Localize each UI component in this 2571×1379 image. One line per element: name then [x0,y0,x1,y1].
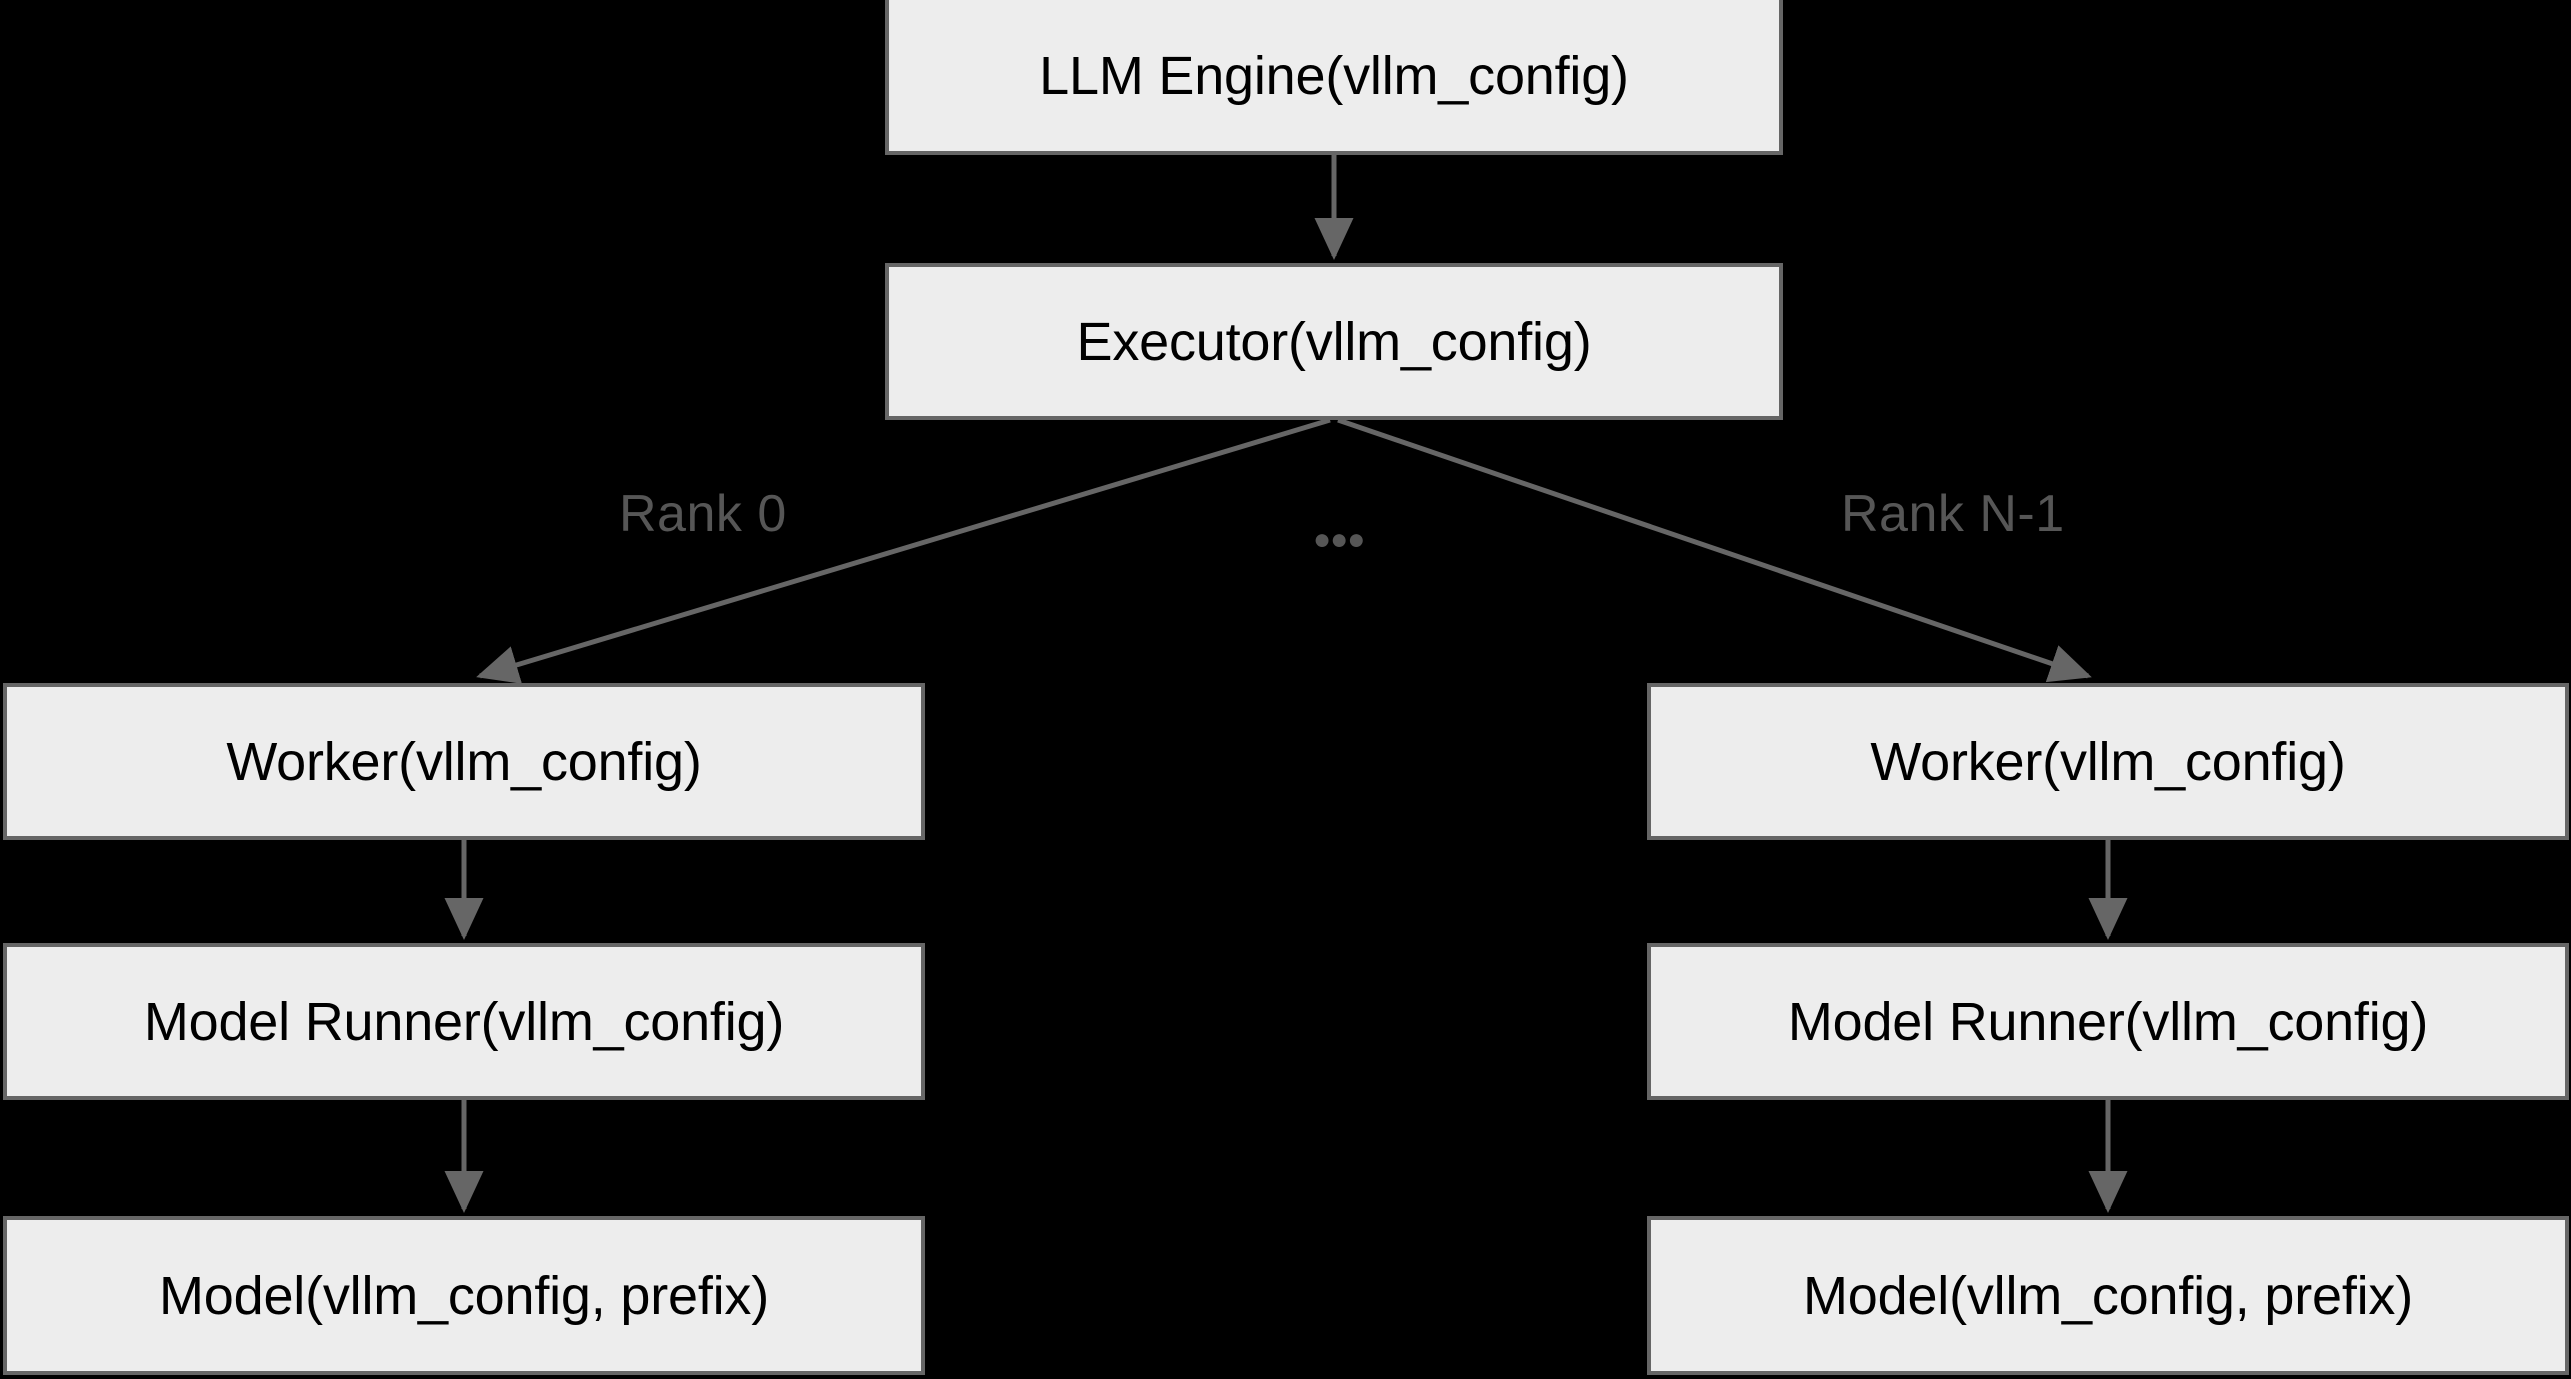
node-model-rankn-label: Model(vllm_config, prefix) [1803,1265,2413,1326]
node-worker-rank0[interactable]: Worker(vllm_config) [3,683,925,840]
node-llm-engine-label: LLM Engine(vllm_config) [1039,45,1629,106]
node-model-runner-rankn-label: Model Runner(vllm_config) [1787,991,2429,1052]
node-model-runner-rank0-label: Model Runner(vllm_config) [143,991,785,1052]
edge-executor-to-worker-rank0 [476,417,1331,684]
edge-executor-to-worker-rankn [1337,417,2092,683]
node-executor-label: Executor(vllm_config) [1076,311,1592,372]
edge-label-rank-n-minus-1: Rank N-1 [1841,485,2065,543]
node-model-rankn[interactable]: Model(vllm_config, prefix) [1647,1216,2569,1375]
node-executor[interactable]: Executor(vllm_config) [885,263,1783,420]
node-worker-rank0-label: Worker(vllm_config) [226,731,702,792]
node-model-runner-rankn[interactable]: Model Runner(vllm_config) [1647,943,2569,1100]
node-worker-rankn-label: Worker(vllm_config) [1870,731,2346,792]
node-model-runner-rank0[interactable]: Model Runner(vllm_config) [3,943,925,1100]
node-model-rank0[interactable]: Model(vllm_config, prefix) [3,1216,925,1375]
edge-label-ellipsis: ●●● [1313,523,1365,556]
node-worker-rankn[interactable]: Worker(vllm_config) [1647,683,2569,840]
node-model-rank0-label: Model(vllm_config, prefix) [159,1265,769,1326]
edge-label-rank-0: Rank 0 [619,485,787,543]
node-llm-engine[interactable]: LLM Engine(vllm_config) [885,0,1783,155]
